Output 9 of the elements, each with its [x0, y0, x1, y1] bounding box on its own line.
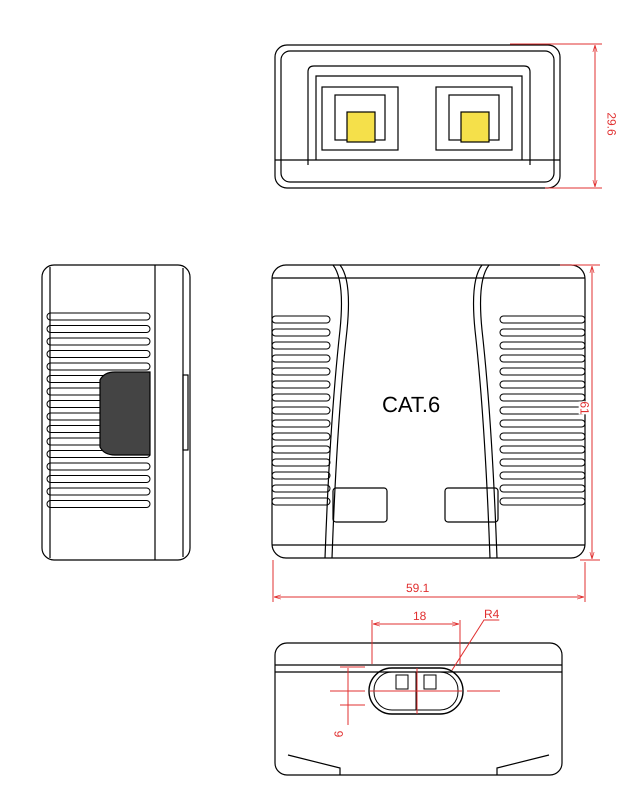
dimension-label: 18 [413, 610, 426, 622]
leader-line [452, 620, 500, 671]
dimension-label: 59.1 [406, 582, 430, 594]
product-label: CAT.6 [382, 394, 440, 416]
radius-label: R4 [484, 608, 500, 620]
dimension-label: 61 [578, 401, 591, 415]
oval-port-opening [368, 667, 464, 715]
dimension-label: 29.6 [606, 112, 618, 136]
dimension-label: 9 [332, 730, 344, 738]
